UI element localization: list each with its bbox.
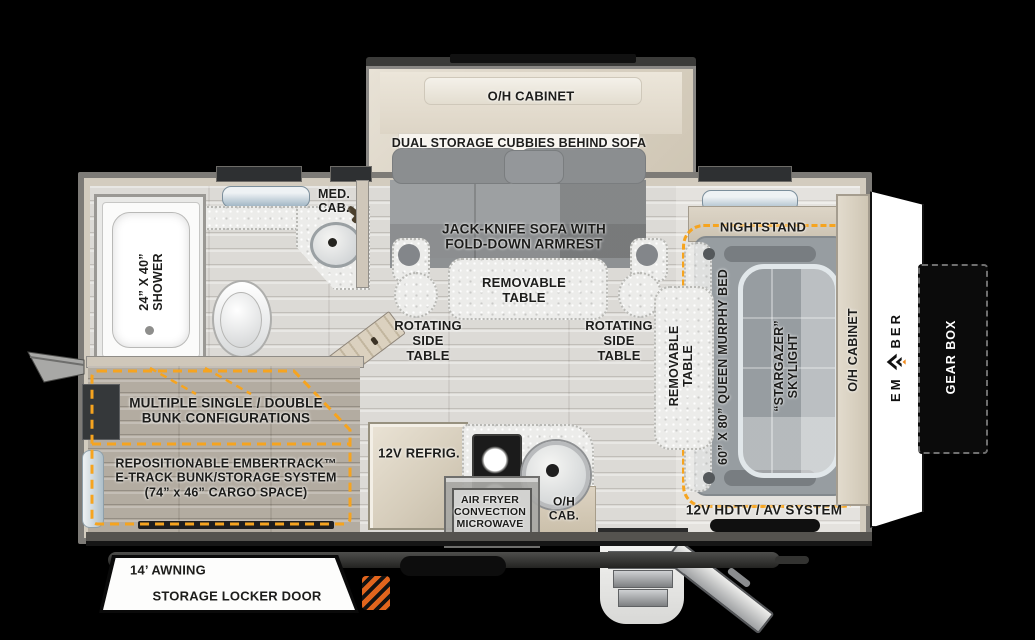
label-removable-table-bedroom: REMOVABLE TABLE [666, 325, 695, 407]
label-storage-locker: STORAGE LOCKER DOOR [152, 588, 322, 604]
bunk-window-dark [82, 384, 120, 440]
label-shower: 24” X 40” SHOWER [136, 253, 165, 311]
label-rotating-right: ROTATING SIDE TABLE [585, 317, 653, 363]
entry-step-2 [613, 570, 673, 588]
brand-suffix: BER [887, 312, 903, 349]
bath-sink-drain [328, 238, 337, 247]
label-bunks: MULTIPLE SINGLE / DOUBLE BUNK CONFIGURAT… [129, 395, 323, 426]
brand-vertical: EM BER [884, 312, 906, 402]
label-awning: 14’ AWNING [130, 562, 206, 578]
sofa-center-pillow [504, 150, 564, 184]
slideout-roof-vent [450, 54, 636, 63]
label-rotating-left: ROTATING SIDE TABLE [394, 317, 462, 363]
bunk-floor [88, 366, 360, 532]
awning-coil [362, 576, 390, 610]
window-frame-mid [330, 166, 372, 182]
bed-hinge-bottom [703, 472, 715, 484]
bed-pillow-top [724, 246, 816, 262]
front-cap-panel [870, 191, 924, 528]
waste-tank [400, 556, 506, 576]
label-murphy-bed: 60” X 80” QUEEN MURPHY BED [715, 269, 730, 465]
sofa-seat [390, 180, 646, 268]
label-removable-table-center: REMOVABLE TABLE [482, 275, 566, 305]
rotating-side-table-right [618, 272, 662, 318]
window-frame-bedroom [698, 166, 792, 182]
label-oh-cab-kitchen: O/H CAB. [548, 494, 580, 522]
cooktop-burner-1 [481, 446, 509, 474]
rear-spout [27, 351, 85, 383]
ember-logo-icon [884, 352, 906, 372]
label-microwave: AIR FRYER CONVECTION MICROWAVE [453, 494, 527, 530]
bedroom-oh-cabinet [836, 194, 870, 506]
storage-locker-door [103, 558, 355, 610]
label-med-cab: MED. CAB. [317, 186, 351, 215]
tv-bar [710, 519, 820, 532]
label-gear-box: GEAR BOX [943, 319, 958, 395]
bunk-window-light [82, 450, 104, 528]
label-refrigerator: 12V REFRIG. [378, 445, 460, 461]
bath-wall-stub [356, 180, 369, 288]
removable-table-center [448, 258, 608, 320]
label-oh-cabinet-bedroom: O/H CABINET [845, 308, 860, 392]
brand-prefix: EM [887, 376, 903, 402]
bath-counter [204, 206, 304, 230]
slideout-cabinet-panel [424, 77, 642, 105]
gear-box [918, 264, 988, 454]
bed-hinge-top [703, 248, 715, 260]
window-frame-bath [216, 166, 302, 182]
awning-tube-end [775, 556, 809, 564]
label-etrack: REPOSITIONABLE EMBERTRACK™ E-TRACK BUNK/… [115, 456, 337, 500]
removable-table-bedroom [654, 286, 714, 450]
label-nightstand: NIGHTSTAND [719, 219, 807, 235]
entry-step-3 [618, 589, 668, 607]
chassis-line [86, 541, 872, 546]
label-sofa: JACK-KNIFE SOFA WITH FOLD-DOWN ARMREST [442, 221, 606, 252]
rotating-side-table-left [394, 272, 438, 318]
label-av-system: 12V HDTV / AV SYSTEM [685, 502, 843, 518]
sofa-armrest-left-cap [398, 244, 420, 266]
label-oh-cabinet-top: O/H CABINET [487, 88, 575, 104]
kitchen-sink-drain [546, 464, 559, 477]
label-skylight: “STARGAZER” SKYLIGHT [771, 320, 800, 412]
label-dual-storage: DUAL STORAGE CUBBIES BEHIND SOFA [391, 135, 647, 150]
shower-drain [145, 326, 154, 335]
window-bath [222, 186, 310, 208]
etrack-rail [138, 521, 334, 529]
sofa-armrest-right-cap [636, 244, 658, 266]
sofa-back-cushion-left [392, 148, 518, 184]
toilet-lid [220, 292, 262, 348]
shower-pan [112, 212, 190, 348]
